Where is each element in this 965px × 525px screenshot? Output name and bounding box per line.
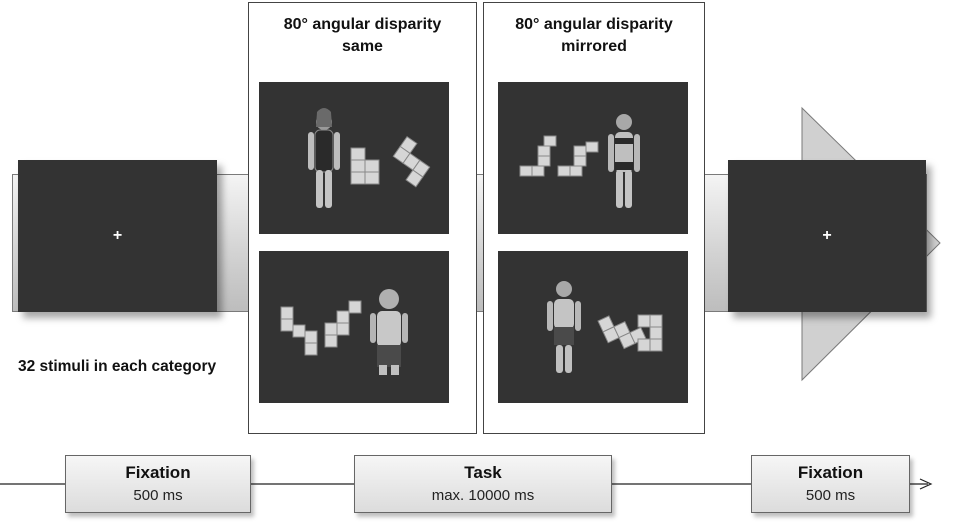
stimulus-image (259, 82, 449, 234)
panel-title-line2: same (342, 38, 383, 55)
fixation-cross: + (822, 227, 832, 244)
stimulus-drawing (280, 289, 408, 375)
panel-title: 80° angular disparity same (249, 14, 476, 58)
panel-mirrored: 80° angular disparity mirrored (483, 2, 705, 434)
timeline-box-title: Fixation (125, 463, 191, 482)
stimulus-image (498, 251, 688, 403)
stimulus-drawing (519, 114, 640, 208)
panel-title-line1: 80° angular disparity (515, 16, 673, 33)
fixation-screen-left: + (18, 160, 217, 312)
timeline-box-fixation-2: Fixation 500 ms (751, 455, 910, 513)
fixation-screen-right: + (728, 160, 926, 312)
stimulus-image (498, 82, 688, 234)
stimulus-drawing (547, 281, 663, 373)
timeline-box-task: Task max. 10000 ms (354, 455, 612, 513)
stimulus-drawing (308, 108, 431, 208)
stimuli-count-caption: 32 stimuli in each category (18, 358, 217, 375)
fixation-cross: + (112, 227, 123, 244)
stimulus-image (259, 251, 449, 403)
panel-title-line1: 80° angular disparity (283, 16, 442, 33)
timeline-box-duration: max. 10000 ms (431, 487, 535, 504)
timeline-box-duration: 500 ms (133, 487, 183, 504)
timeline-box-title: Fixation (797, 463, 864, 482)
timeline-box-fixation-1: Fixation 500 ms (65, 455, 251, 513)
timeline-box-duration: 500 ms (805, 487, 856, 504)
panel-same: 80° angular disparity same (248, 2, 477, 434)
panel-title: 80° angular disparity mirrored (484, 14, 704, 58)
timeline-box-title: Task (464, 463, 502, 482)
panel-title-line2: mirrored (561, 38, 627, 55)
